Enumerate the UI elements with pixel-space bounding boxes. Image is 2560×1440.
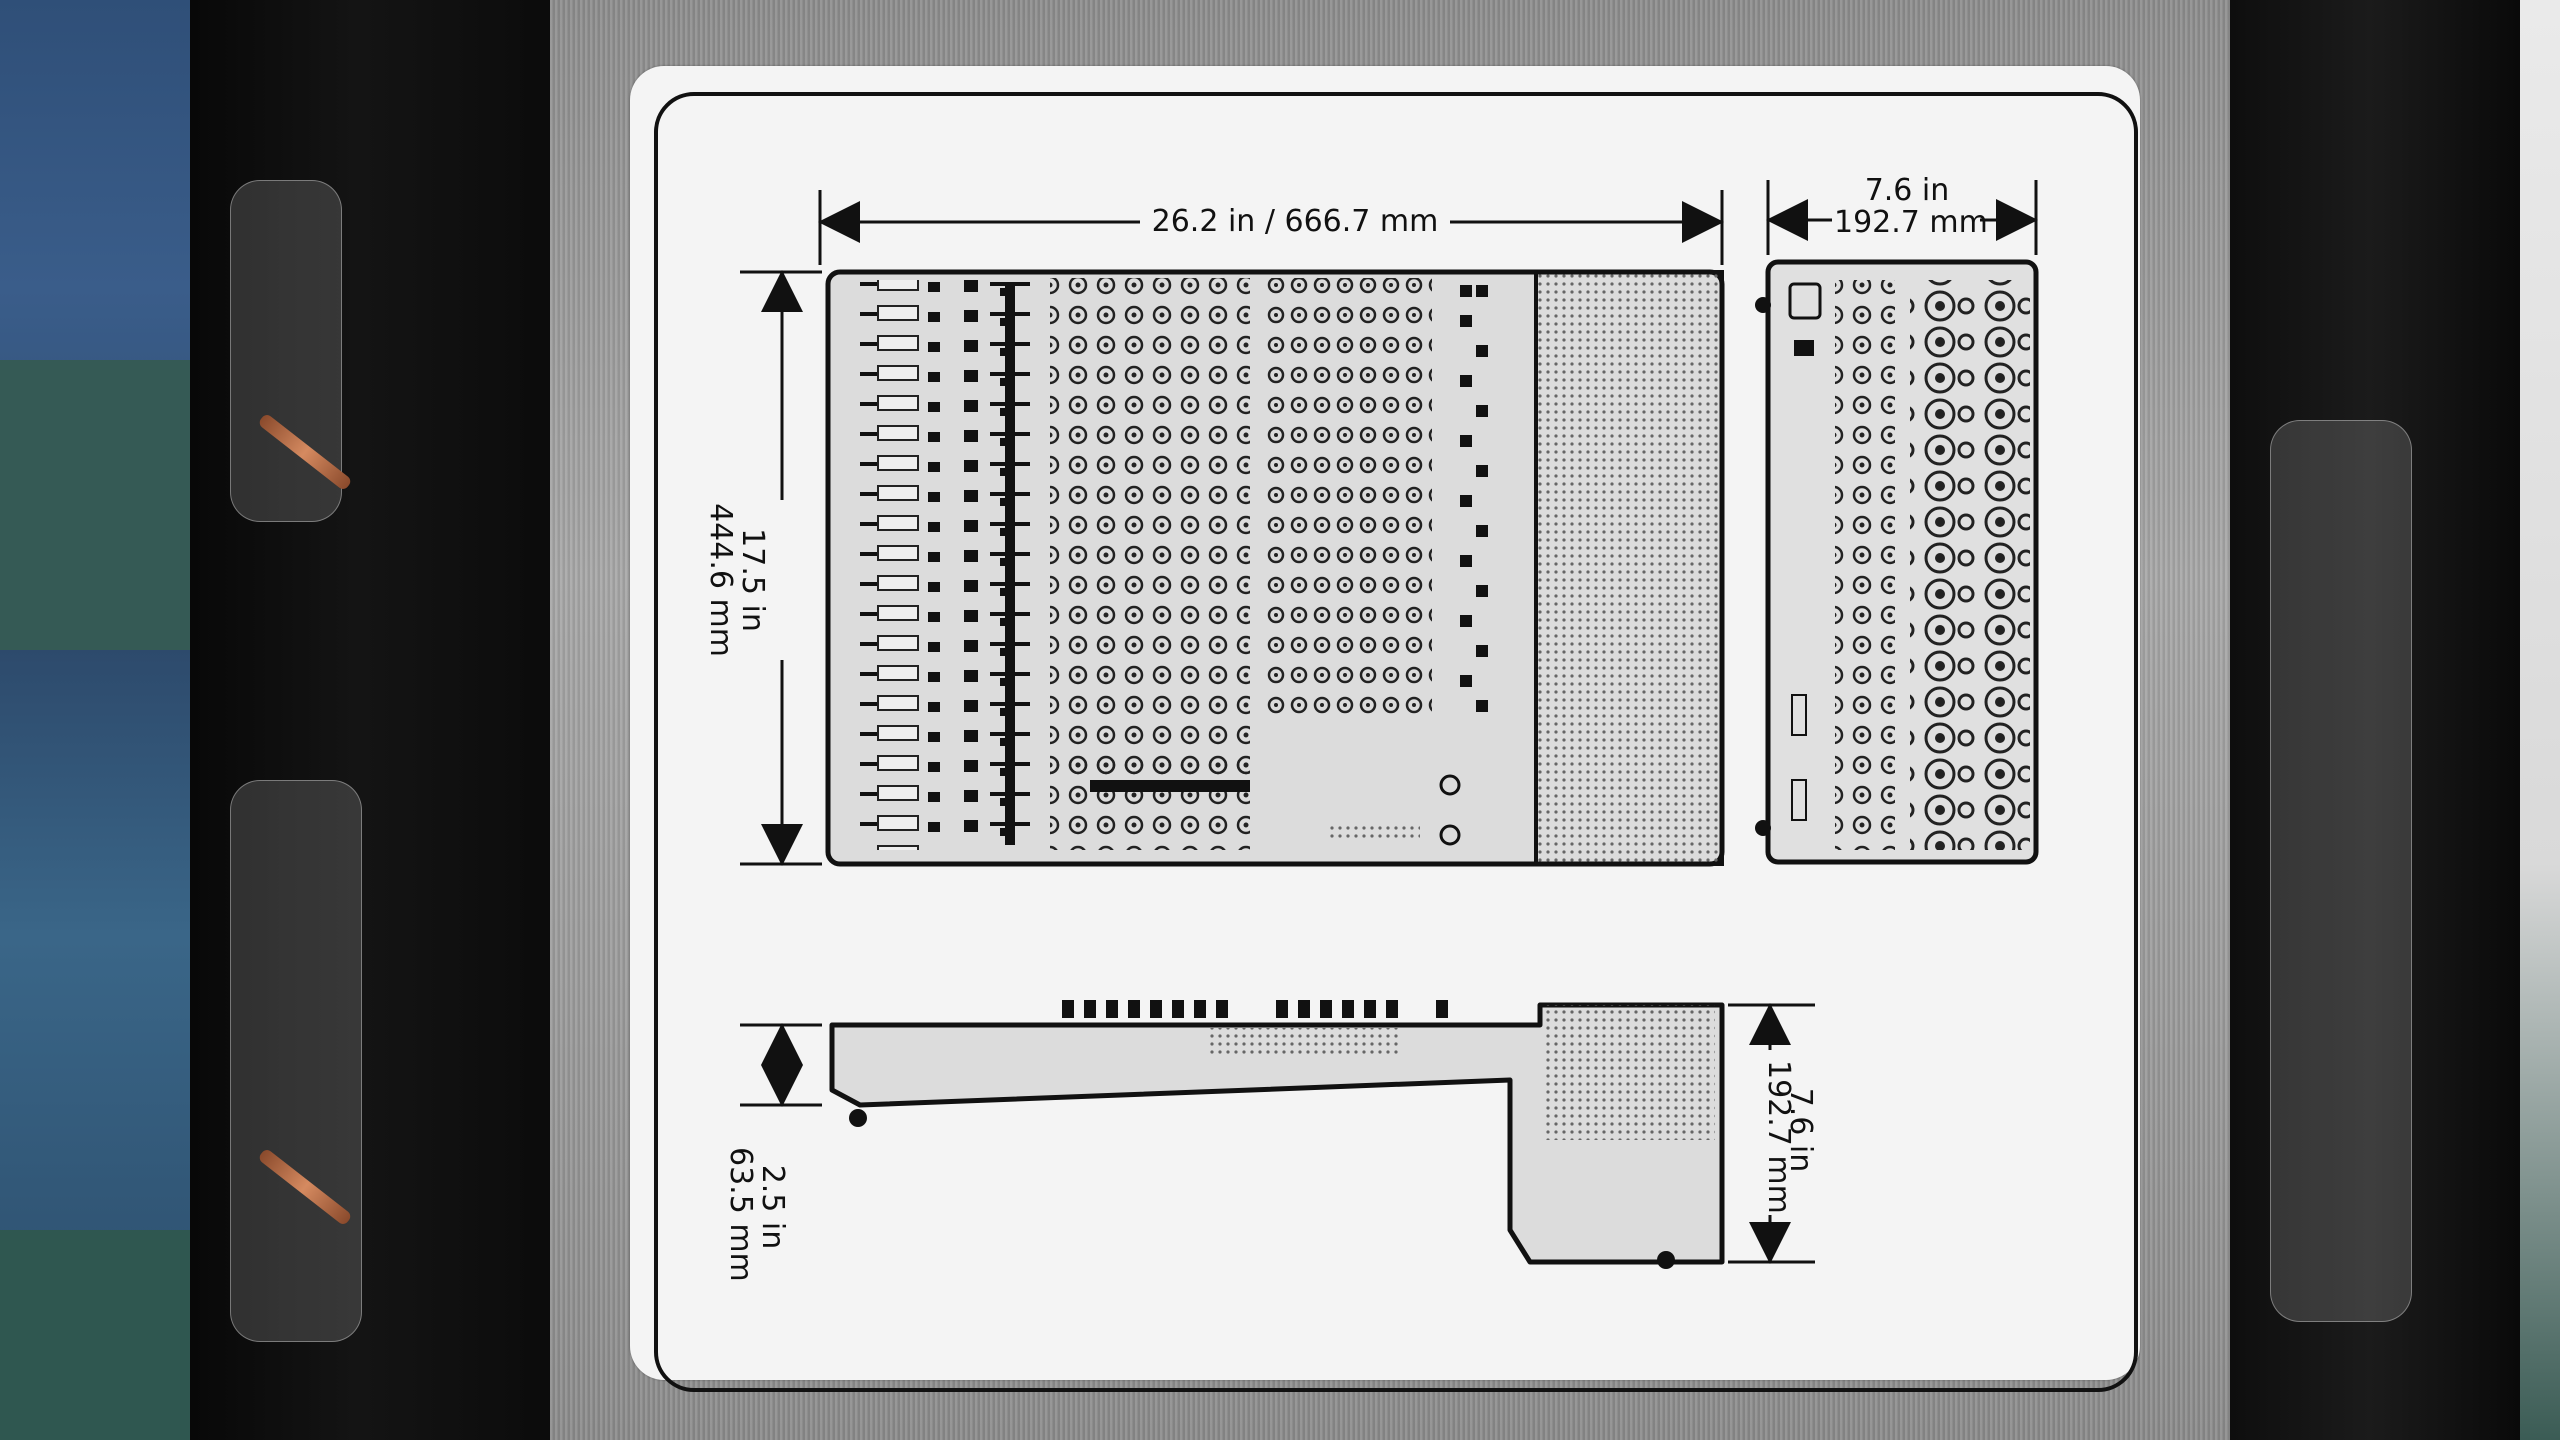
rear-depth-inches-label: 7.6 in (1864, 173, 1950, 208)
packing-tape (2270, 420, 2412, 1322)
carpet-patch (0, 1230, 200, 1440)
mixer-rear-panel-drawing (1755, 259, 2039, 865)
denim-background (0, 0, 200, 1440)
rear-depth-mm-label: 192.7 mm (1834, 205, 1988, 240)
box-side-right (2220, 0, 2520, 1440)
sticker-frame (654, 92, 2138, 1392)
mixer-side-view-drawing (829, 1000, 1725, 1269)
background-right (2520, 0, 2560, 1440)
side-thickness-inches-label: 2.5 in (755, 1164, 790, 1250)
carpet-patch (0, 360, 200, 650)
height-inches-label: 17.5 in (735, 528, 770, 632)
mixer-top-view-drawing (825, 269, 1725, 867)
height-mm-label: 444.6 mm (703, 503, 738, 657)
box-side-left (190, 0, 560, 1440)
packing-tape (230, 780, 362, 1342)
side-thickness-mm-label: 63.5 mm (723, 1147, 758, 1282)
width-dimension-label: 26.2 in / 666.7 mm (1151, 204, 1439, 239)
dimension-lines (740, 180, 2038, 1264)
side-depth-mm-label: 192.7 mm (1761, 1060, 1796, 1214)
